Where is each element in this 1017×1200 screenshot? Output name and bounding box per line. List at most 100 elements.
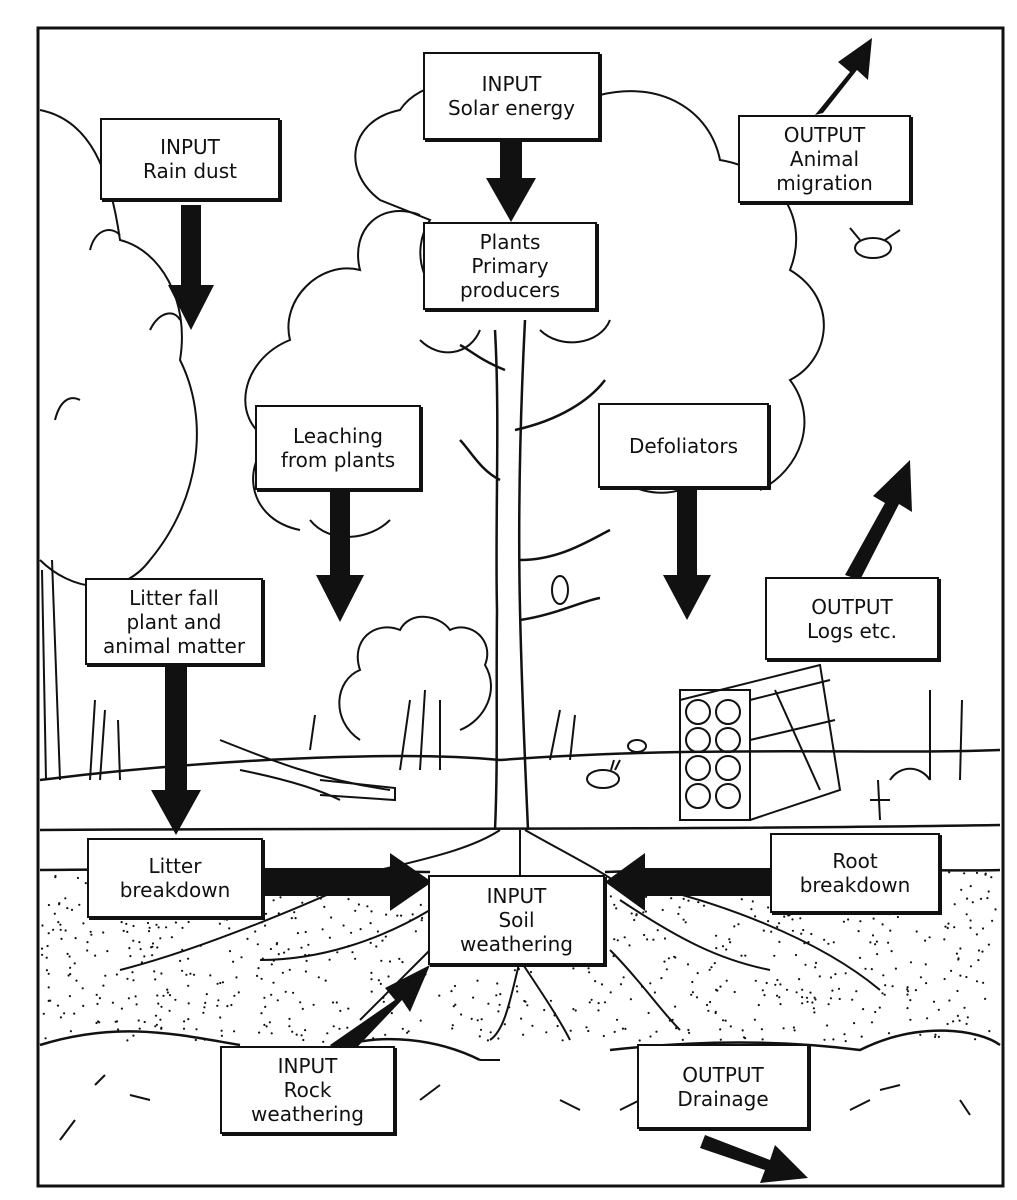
soil-dot xyxy=(460,1013,463,1016)
soil-dot xyxy=(270,1032,273,1035)
soil-dot xyxy=(707,1009,710,1012)
soil-dot xyxy=(129,955,132,958)
soil-dot xyxy=(628,944,631,947)
soil-dot xyxy=(778,940,781,944)
litter-fall-line-2: plant and xyxy=(126,609,222,634)
soil-dot xyxy=(156,994,159,997)
soil-dot xyxy=(757,1003,760,1007)
solar-energy-line-1: INPUT xyxy=(481,72,542,96)
soil-dot xyxy=(96,1020,100,1023)
central-tree xyxy=(459,319,611,831)
soil-dot xyxy=(613,938,616,941)
soil-dot xyxy=(891,985,894,988)
soil-dot xyxy=(804,963,807,966)
soil-dot xyxy=(181,969,184,972)
soil-dot xyxy=(174,921,177,924)
soil-dot xyxy=(684,921,687,924)
soil-dot xyxy=(370,910,373,913)
soil-dot xyxy=(609,895,612,898)
soil-dot xyxy=(843,1033,846,1036)
soil-dot xyxy=(975,871,979,875)
soil-dot xyxy=(189,972,192,975)
soil-dot xyxy=(966,897,969,900)
soil-dot xyxy=(216,1004,219,1007)
soil-dot xyxy=(228,950,232,953)
soil-dot xyxy=(778,996,781,999)
soil-dot xyxy=(68,955,71,958)
soil-dot xyxy=(126,977,129,980)
soil-dot xyxy=(674,956,677,959)
soil-dot xyxy=(783,915,786,918)
soil-dot xyxy=(331,1001,335,1004)
rock-weathering-box: INPUT Rock weathering xyxy=(220,1046,395,1134)
soil-dot xyxy=(106,950,109,953)
animals-and-plants xyxy=(89,227,963,821)
rock-weathering-line-2: Rock xyxy=(283,1078,332,1102)
soil-dot xyxy=(957,957,960,960)
soil-dot xyxy=(765,981,768,985)
animal-migration-box: OUTPUT Animal migration xyxy=(738,115,911,203)
fallen-branch xyxy=(219,739,396,802)
soil-dot xyxy=(69,1030,72,1033)
soil-dot xyxy=(663,960,666,963)
soil-dot xyxy=(421,916,424,920)
soil-dot xyxy=(347,1007,350,1010)
soil-dot xyxy=(779,983,782,986)
soil-dot xyxy=(187,957,190,960)
soil-dot xyxy=(909,999,912,1002)
soil-dot xyxy=(697,901,700,904)
soil-dot xyxy=(919,1033,922,1036)
soil-dot xyxy=(799,917,802,920)
soil-dot xyxy=(686,963,690,966)
soil-dot xyxy=(67,974,70,977)
soil-dot xyxy=(322,1040,325,1043)
soil-dot xyxy=(170,936,173,939)
soil-dot xyxy=(419,903,422,907)
soil-dot xyxy=(120,921,123,924)
soil-dot xyxy=(838,997,841,1001)
soil-dot xyxy=(682,897,685,901)
soil-dot xyxy=(372,1037,375,1040)
soil-dot xyxy=(143,1020,146,1024)
soil-dot xyxy=(86,949,89,952)
soil-dot xyxy=(328,936,331,939)
soil-dot xyxy=(233,994,236,997)
soil-dot xyxy=(63,1012,66,1015)
soil-dot xyxy=(155,1023,158,1026)
soil-dot xyxy=(147,930,151,933)
soil-dot xyxy=(451,1024,454,1027)
soil-dot xyxy=(531,1024,534,1027)
soil-dot xyxy=(770,930,773,933)
soil-dot xyxy=(966,1016,969,1019)
soil-dot xyxy=(41,953,44,956)
soil-dot xyxy=(963,1006,966,1009)
soil-dot xyxy=(987,943,991,946)
soil-dot xyxy=(561,1039,564,1042)
solar-energy-box: INPUT Solar energy xyxy=(423,52,600,140)
soil-dot xyxy=(549,999,553,1002)
soil-dot xyxy=(638,1039,641,1042)
soil-dot xyxy=(264,1005,267,1009)
soil-dot xyxy=(981,927,985,930)
soil-dot xyxy=(376,930,379,933)
soil-dot xyxy=(268,1021,271,1024)
soil-dot xyxy=(870,1021,874,1024)
soil-dot xyxy=(883,993,886,996)
soil-dot xyxy=(984,872,987,875)
soil-dot xyxy=(875,940,879,943)
soil-dot xyxy=(452,1005,455,1008)
soil-dot xyxy=(219,981,222,985)
soil-dot xyxy=(451,1027,454,1030)
soil-dot xyxy=(223,918,226,921)
soil-dot xyxy=(479,1028,483,1031)
soil-dot xyxy=(982,981,985,984)
soil-dot xyxy=(714,1010,717,1014)
soil-dot xyxy=(695,996,699,999)
soil-dot xyxy=(288,1017,291,1021)
soil-dot xyxy=(829,997,833,1000)
soil-dot xyxy=(293,911,296,914)
soil-dot xyxy=(792,1026,796,1029)
soil-dot xyxy=(237,991,240,994)
soil-dot xyxy=(785,988,789,991)
soil-dot xyxy=(472,996,475,999)
